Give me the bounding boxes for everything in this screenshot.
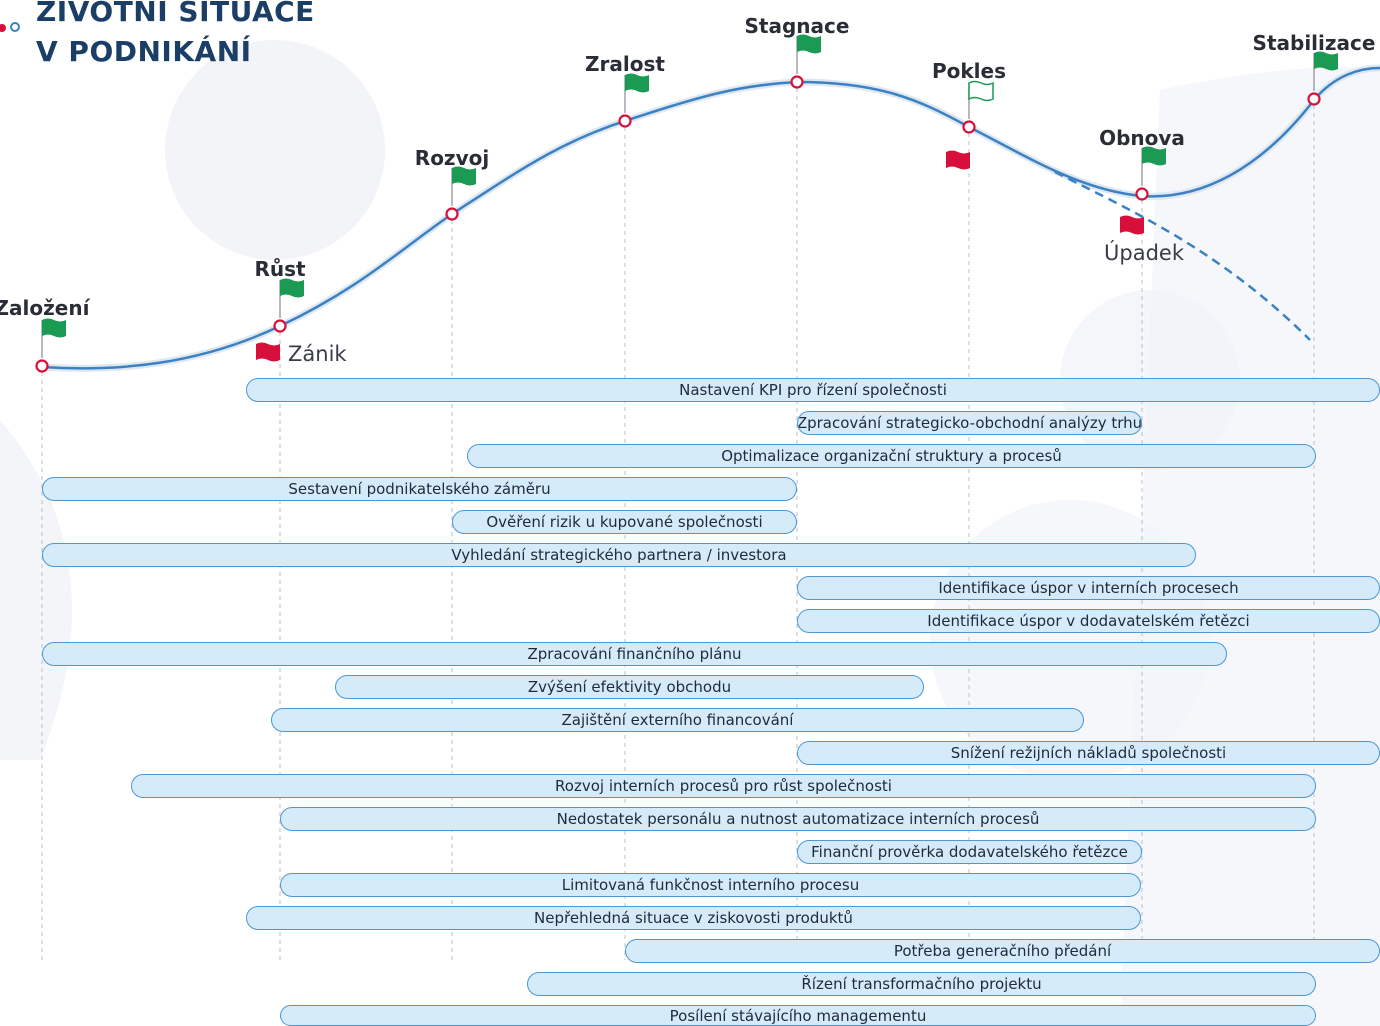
activity-bar[interactable]: Posílení stávajícího managementu	[280, 1005, 1316, 1026]
activity-bar[interactable]: Sestavení podnikatelského záměru	[42, 477, 797, 501]
outcome-label-zanik: Zánik	[288, 342, 347, 366]
activity-bar[interactable]: Zvýšení efektivity obchodu	[335, 675, 924, 699]
activity-bar[interactable]: Potřeba generačního předání	[625, 939, 1380, 963]
marker-zalozeni	[35, 359, 49, 373]
stage-label-zralost: Zralost	[585, 52, 665, 76]
lifecycle-curve	[41, 66, 1380, 370]
marker-obnova	[1135, 187, 1149, 201]
activity-bar[interactable]: Nepřehledná situace v ziskovosti produkt…	[246, 906, 1141, 930]
activity-bar[interactable]: Identifikace úspor v interních procesech	[797, 576, 1380, 600]
pokles-red-flag-icon	[946, 150, 970, 170]
outcome-label-upadek: Úpadek	[1104, 241, 1184, 265]
activity-bar[interactable]: Snížení režijních nákladů společnosti	[797, 741, 1380, 765]
activity-bar[interactable]: Nastavení KPI pro řízení společnosti	[246, 378, 1380, 402]
activity-bar[interactable]: Řízení transformačního projektu	[527, 972, 1316, 996]
flag-zanik-icon	[256, 342, 280, 362]
red-dot-icon	[0, 24, 6, 32]
stage-label-stabilizace: Stabilizace	[1252, 31, 1376, 55]
lifecycle-curve-shadow	[41, 64, 1380, 372]
stage-label-rust: Růst	[254, 257, 306, 281]
page-title: ŽIVOTNÍ SITUACE V PODNIKÁNÍ	[0, 0, 315, 72]
activity-bar[interactable]: Limitovaná funkčnost interního procesu	[280, 873, 1141, 897]
stage-markers	[35, 34, 1338, 373]
stage-label-stagnace: Stagnace	[744, 14, 850, 38]
flag-zalozeni-icon	[42, 318, 66, 338]
marker-pokles	[962, 120, 976, 134]
flag-stabilizace-icon	[1314, 51, 1338, 71]
flag-obnova-icon	[1142, 146, 1166, 166]
flag-rust-icon	[280, 278, 304, 298]
activity-bar[interactable]: Nedostatek personálu a nutnost automatiz…	[280, 807, 1316, 831]
marker-rust	[273, 319, 287, 333]
marker-rozvoj	[445, 207, 459, 221]
title-dots-decoration	[0, 2, 24, 40]
flag-upadek-icon	[1120, 215, 1144, 235]
activity-bar[interactable]: Zpracování finančního plánu	[42, 642, 1227, 666]
marker-stabilizace	[1307, 92, 1321, 106]
activity-bar[interactable]: Optimalizace organizační struktury a pro…	[467, 444, 1316, 468]
flag-zralost-icon	[625, 73, 649, 93]
blue-ring-icon	[10, 22, 20, 32]
activity-bar[interactable]: Rozvoj interních procesů pro růst společ…	[131, 774, 1316, 798]
stage-label-rozvoj: Rozvoj	[414, 146, 490, 170]
stage-label-pokles: Pokles	[931, 59, 1007, 83]
activity-bar[interactable]: Zpracování strategicko-obchodní analýzy …	[797, 411, 1142, 435]
activity-bar[interactable]: Finanční prověrka dodavatelského řetězce	[797, 840, 1142, 864]
stage-label-zalozeni: Založení	[0, 296, 90, 320]
activity-bar[interactable]: Zajištění externího financování	[271, 708, 1084, 732]
decline-dashed-curve	[1054, 170, 1311, 341]
activity-bar[interactable]: Vyhledání strategického partnera / inves…	[42, 543, 1196, 567]
flag-pokles-icon	[968, 80, 994, 102]
flag-stagnace-icon	[797, 34, 821, 54]
activity-bar[interactable]: Ověření rizik u kupované společnosti	[452, 510, 797, 534]
title-line-2: V PODNIKÁNÍ	[36, 35, 252, 68]
stage-label-obnova: Obnova	[1099, 126, 1185, 150]
flag-rozvoj-icon	[452, 166, 476, 186]
marker-stagnace	[790, 75, 804, 89]
activity-bar[interactable]: Identifikace úspor v dodavatelském řetěz…	[797, 609, 1380, 633]
title-line-1: ŽIVOTNÍ SITUACE	[36, 0, 315, 28]
marker-zralost	[618, 114, 632, 128]
